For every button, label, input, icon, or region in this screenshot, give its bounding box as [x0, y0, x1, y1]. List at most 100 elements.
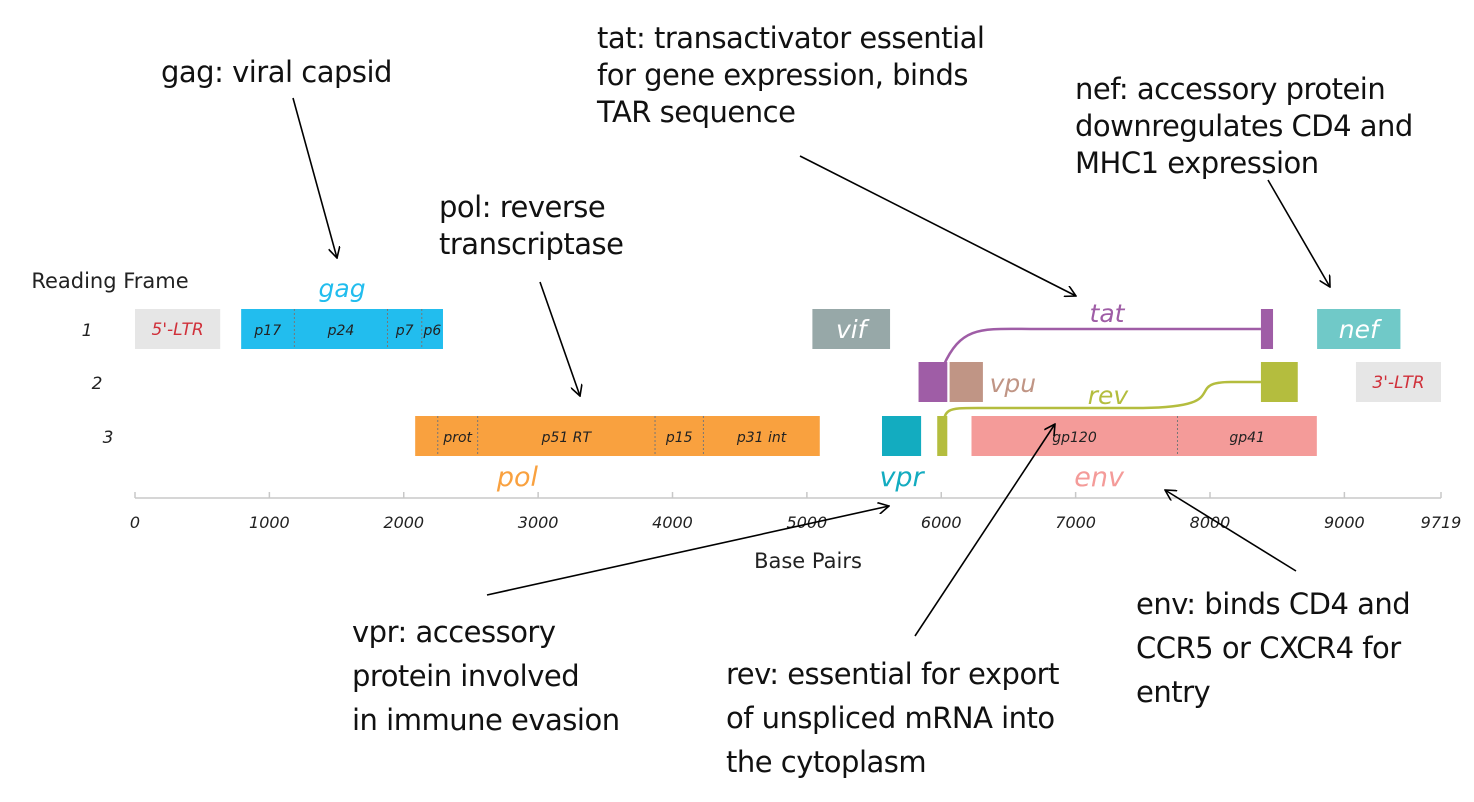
gene-vpu: [949, 362, 983, 402]
x-tick-label: 4000: [652, 513, 693, 532]
x-tick-label: 3000: [518, 513, 559, 532]
x-tick-label: 8000: [1190, 513, 1231, 532]
annotation-line: the cytoplasm: [726, 745, 927, 779]
reading-frame-label: 1: [82, 321, 93, 341]
annotation-line: gag: viral capsid: [161, 55, 392, 89]
annotation-line: downregulates CD4 and: [1075, 109, 1413, 143]
gene-env: gp120 gp41: [971, 416, 1317, 456]
annotation-line: env: binds CD4 and: [1136, 587, 1411, 621]
gene-block: [881, 416, 922, 456]
subunit-label: gp41: [1229, 430, 1265, 446]
gene-label-env: env: [1074, 462, 1125, 493]
gene-3-ltr: [1355, 362, 1441, 402]
annotation-line: transcriptase: [439, 227, 624, 261]
x-tick-label: 5000: [787, 513, 828, 532]
annotation-line: pol: reverse: [439, 190, 606, 224]
gene-label-vif: vif: [836, 315, 870, 344]
gene-label-nef: nef: [1339, 315, 1382, 344]
gene-block: [415, 416, 820, 456]
splice-rev: [942, 380, 1261, 432]
arrow-nef: [1267, 179, 1330, 287]
arrow-env: [1165, 490, 1297, 572]
splice-connectors: [942, 327, 1261, 432]
gene-block: [1260, 362, 1298, 402]
gene-block: [971, 416, 1317, 456]
subunit-label: p6: [422, 323, 441, 339]
gene-block: [918, 362, 948, 402]
gene-pol: prot p51 RT p15 p31 int: [415, 416, 820, 456]
subunit-label: prot: [442, 430, 472, 446]
gene-label-vpu: vpu: [990, 369, 1037, 398]
subunit-label: p7: [395, 323, 414, 339]
arrow-vpr: [486, 506, 889, 596]
annotation-line: nef: accessory protein: [1075, 72, 1386, 106]
arrow-rev: [914, 424, 1055, 637]
gene-block: [241, 309, 443, 349]
gene-label-3-ltr: 3'-LTR: [1372, 373, 1424, 393]
reading-frame-label: 3: [103, 428, 114, 448]
annotation-line: tat: transactivator essential: [597, 21, 985, 55]
annotation-gag: gag: viral capsid: [161, 54, 392, 91]
reading-frame-label: 2: [92, 374, 103, 394]
annotation-tat: tat: transactivator essential for gene e…: [597, 20, 985, 131]
gene-block: [135, 309, 221, 349]
gene-label-5-ltr: 5'-LTR: [152, 320, 204, 340]
x-tick-label: 6000: [921, 513, 962, 532]
annotation-nef: nef: accessory protein downregulates CD4…: [1075, 71, 1413, 182]
annotation-rev: rev: essential for export of unspliced m…: [726, 652, 1059, 784]
annotation-line: CCR5 or CXCR4 for: [1136, 631, 1401, 665]
subunit-label: p17: [253, 323, 281, 339]
x-tick-label: 1000: [249, 513, 290, 532]
annotation-arrows: [292, 97, 1330, 637]
annotation-line: protein involved: [352, 659, 580, 693]
annotation-line: entry: [1136, 675, 1211, 709]
gene-label-vpr: vpr: [879, 462, 925, 493]
subunit-label: p31 int: [736, 430, 787, 446]
annotation-line: MHC1 expression: [1075, 146, 1319, 180]
annotation-pol: pol: reverse transcriptase: [439, 189, 624, 263]
annotation-line: rev: essential for export: [726, 657, 1059, 691]
annotation-line: for gene expression, binds: [597, 58, 969, 92]
arrow-pol: [539, 281, 580, 396]
x-tick-label: 9000: [1324, 513, 1365, 532]
annotation-vpr: vpr: accessory protein involved in immun…: [352, 610, 620, 742]
gene-label-gag: gag: [319, 274, 366, 303]
subunit-label: p51 RT: [541, 430, 593, 446]
annotation-line: in immune evasion: [352, 703, 620, 737]
x-tick-label: 0: [130, 513, 140, 532]
gene-block: [1260, 309, 1274, 349]
gene-block: [937, 416, 948, 456]
x-tick-label: 9719: [1421, 513, 1462, 532]
gene-block: [812, 309, 891, 349]
gene-tat-exon2: [1260, 309, 1274, 349]
x-tick-label: 2000: [383, 513, 424, 532]
x-axis: 0 1000 2000 3000 4000 5000 6000 7000 8000 9000 971…: [31, 269, 1461, 573]
gene-nef: [1317, 309, 1401, 349]
gene-5-ltr: [135, 309, 221, 349]
annotation-line: vpr: accessory: [352, 615, 556, 649]
x-axis-title: Base Pairs: [754, 549, 862, 573]
gene-rev: [937, 416, 948, 456]
splice-tat: [942, 327, 1261, 367]
subunit-label: gp120: [1052, 430, 1097, 446]
annotation-line: TAR sequence: [597, 95, 796, 129]
gene-block: [949, 362, 983, 402]
y-axis-title: Reading Frame: [31, 269, 188, 293]
gene-tat: [918, 362, 948, 402]
gene-block: [1317, 309, 1401, 349]
gene-vpr: [881, 416, 922, 456]
gene-label-tat: tat: [1090, 299, 1126, 328]
gene-label-rev: rev: [1088, 381, 1130, 410]
gene-block: [1355, 362, 1441, 402]
gene-vif: [812, 309, 891, 349]
arrow-tat: [799, 155, 1076, 296]
annotation-line: of unspliced mRNA into: [726, 701, 1055, 735]
x-tick-label: 7000: [1055, 513, 1096, 532]
subunit-label: p15: [665, 430, 693, 446]
arrow-gag: [292, 97, 337, 258]
